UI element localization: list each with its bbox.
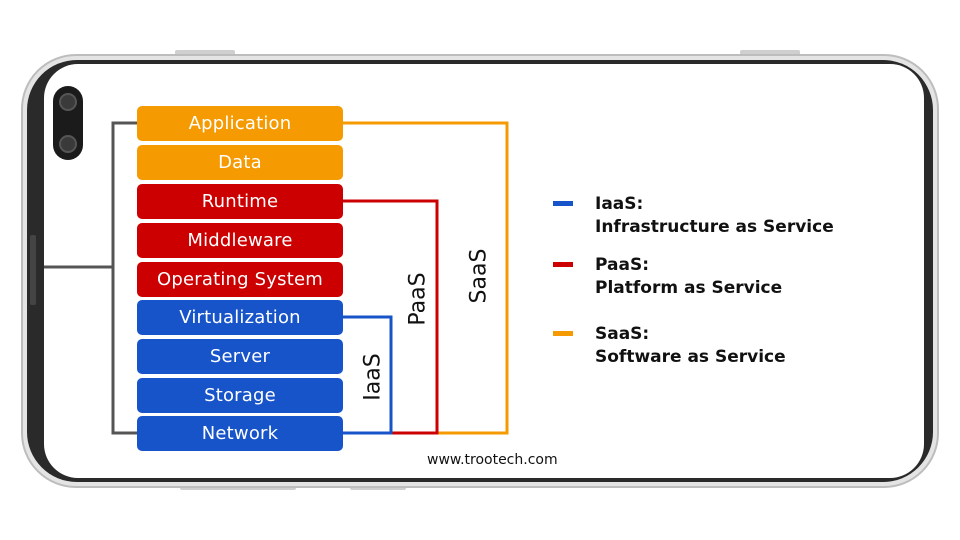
legend-swatch-iaas [553,201,573,206]
footer-url: www.trootech.com [427,452,558,468]
iaas-bracket-label: IaaS [360,353,386,401]
layer-operating-system: Operating System [137,262,343,297]
legend-name-paas: PaaS: [595,255,649,275]
layer-runtime: Runtime [137,184,343,219]
legend-name-iaas: IaaS: [595,194,644,214]
layer-virtualization: Virtualization [137,300,343,335]
legend-swatch-paas [553,262,573,267]
iaas-bracket-line [343,315,393,435]
camera-module [53,86,83,160]
legend-desc-iaas: Infrastructure as Service [595,217,834,237]
legend-name-saas: SaaS: [595,324,650,344]
legend-desc-saas: Software as Service [595,347,786,367]
layer-data: Data [137,145,343,180]
stack-bracket [44,121,137,435]
legend-desc-paas: Platform as Service [595,278,783,298]
layer-application: Application [137,106,343,141]
saas-bracket-label: SaaS [466,248,492,304]
layer-storage: Storage [137,378,343,413]
layer-network: Network [137,416,343,451]
layer-middleware: Middleware [137,223,343,258]
layer-server: Server [137,339,343,374]
legend-swatch-saas [553,331,573,336]
paas-bracket-label: PaaS [405,272,431,326]
